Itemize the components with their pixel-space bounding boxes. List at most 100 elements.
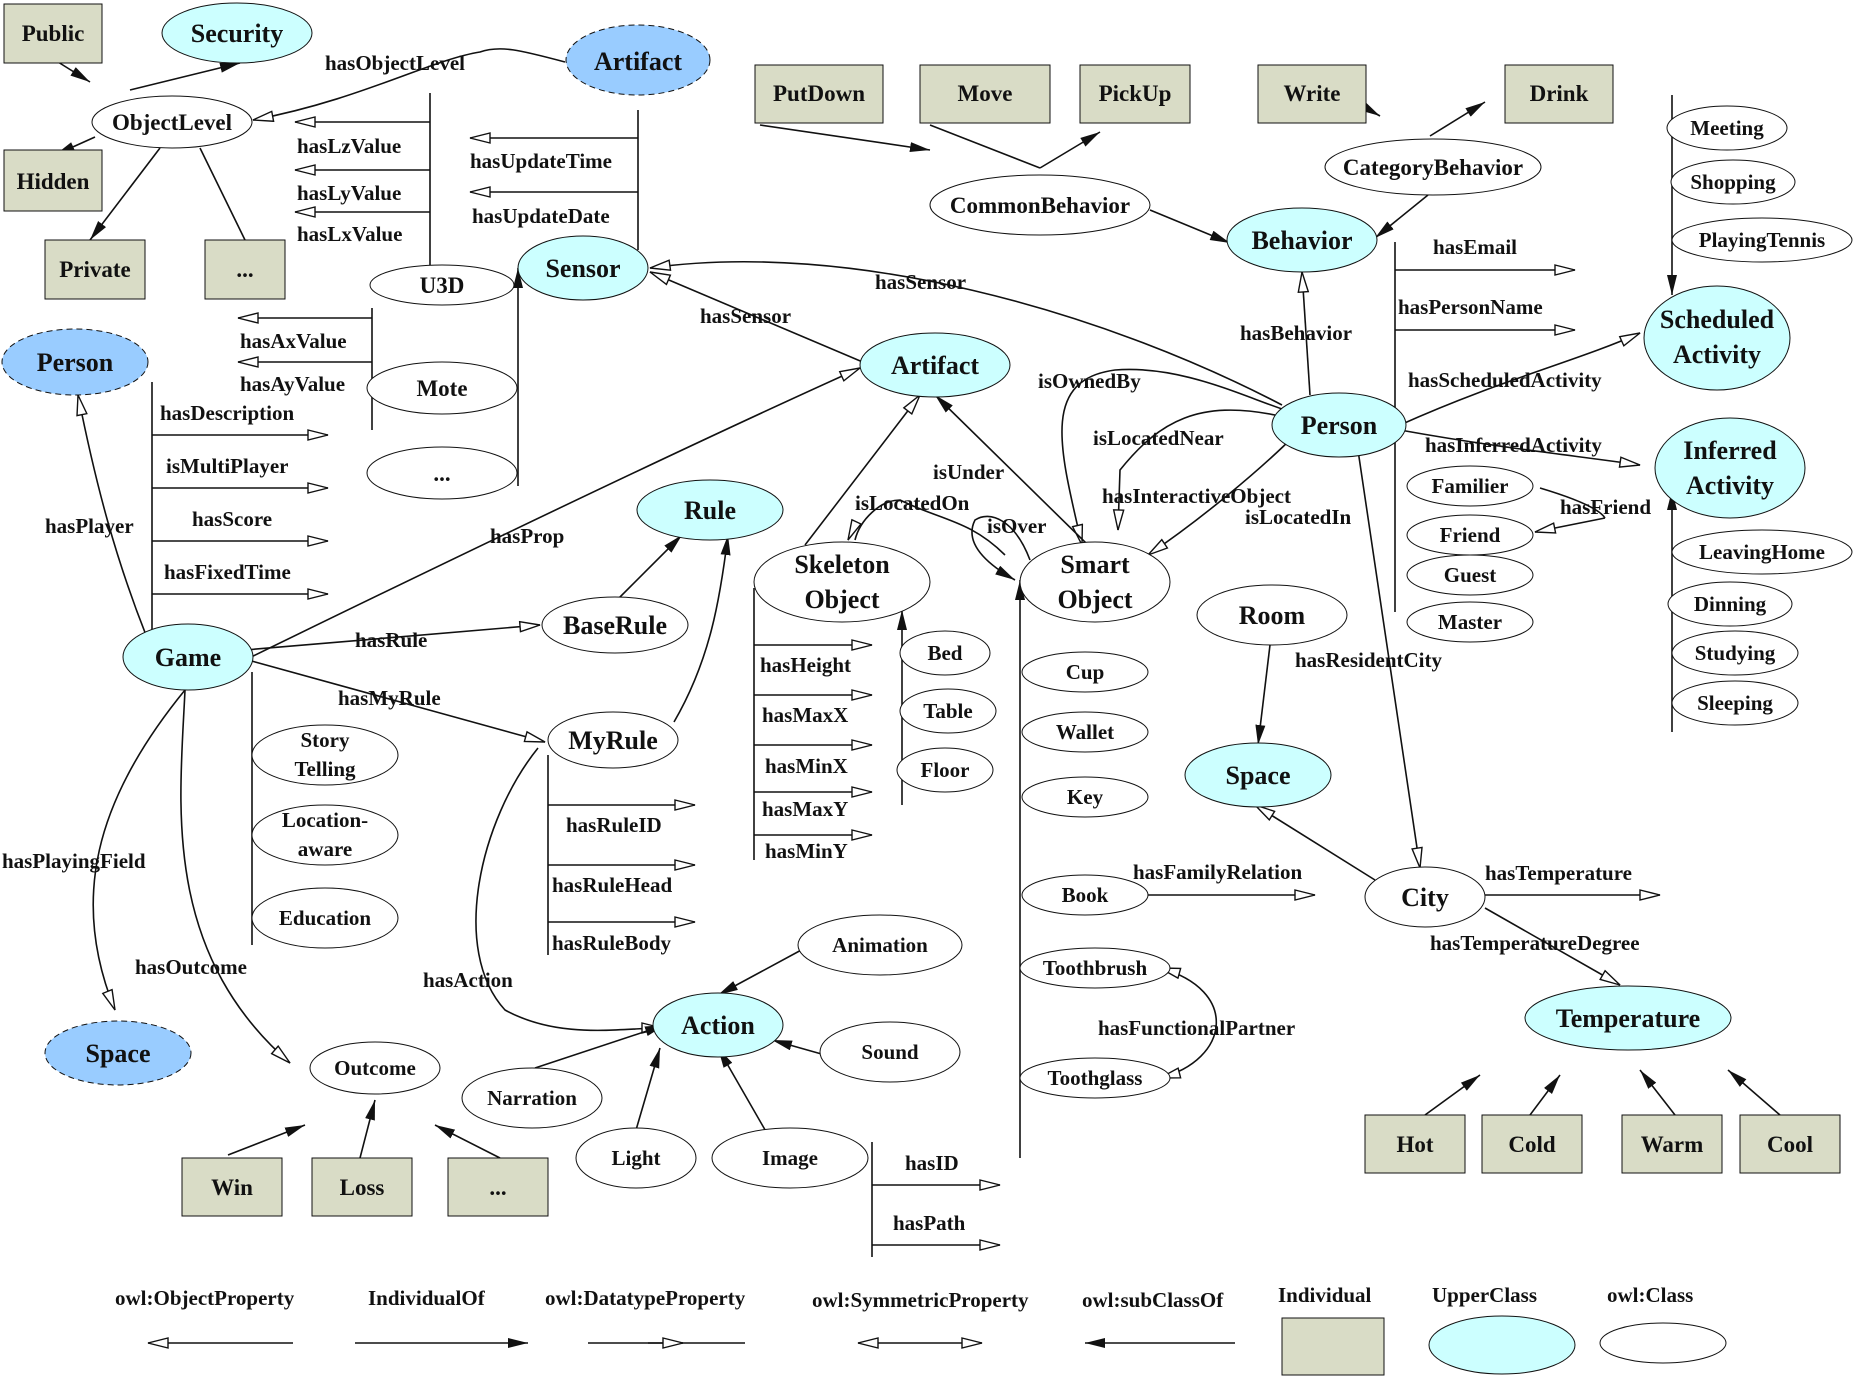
edge-image: [717, 1047, 769, 1136]
edge-baserule-rule: [616, 534, 683, 601]
label-hasdescription: hasDescription: [160, 401, 294, 425]
edge-cool: [1727, 1069, 1781, 1116]
class-book: Book: [1021, 874, 1149, 916]
upperclass-security: Security: [161, 2, 313, 64]
class-dots-sensor: ...: [366, 446, 518, 500]
edge-isownedby: [1061, 368, 1286, 546]
node-label: Win: [211, 1175, 253, 1200]
edge-commonbehavior-behavior: [1149, 209, 1231, 244]
class-key: Key: [1021, 776, 1149, 818]
edge-animation: [717, 947, 806, 996]
node-label: Behavior: [1251, 226, 1352, 255]
class-room: Room: [1196, 584, 1348, 646]
edge-narration: [534, 1024, 666, 1069]
edge-sound: [771, 1039, 826, 1056]
individual-pickup: PickUp: [1079, 64, 1191, 124]
node-label: Scheduled: [1660, 305, 1775, 334]
node-label: PlayingTennis: [1699, 228, 1825, 252]
node-label: Object: [804, 585, 879, 614]
node-label: CategoryBehavior: [1343, 155, 1523, 180]
label-islocatedin: isLocatedIn: [1245, 505, 1352, 529]
class-narration: Narration: [461, 1067, 603, 1129]
node-label: Security: [191, 19, 283, 48]
node-label: Light: [611, 1146, 660, 1170]
label-hasfunctionalpartner: hasFunctionalPartner: [1098, 1016, 1295, 1040]
class-bed: Bed: [899, 630, 991, 676]
edge-drink: [1429, 101, 1486, 137]
label-hasrulehead: hasRuleHead: [552, 873, 673, 897]
node-label: Cool: [1767, 1132, 1813, 1157]
individual-dots-outcome: ...: [447, 1157, 549, 1217]
node-label: Telling: [294, 757, 356, 781]
node-label: Space: [1226, 761, 1291, 790]
edge-hasoutcome: [180, 689, 291, 1064]
legend-label-upperclass: UpperClass: [1432, 1283, 1537, 1307]
legend-label-individual: Individual: [1278, 1283, 1372, 1307]
node-label: Sleeping: [1697, 691, 1773, 715]
edge-familier-link: [1539, 487, 1606, 519]
edge-outcome-dots: [434, 1124, 501, 1159]
node-label: Shopping: [1690, 170, 1776, 194]
label-hasmaxy: hasMaxY: [762, 797, 848, 821]
label-hasfixedtime: hasFixedTime: [164, 560, 291, 584]
label-hasfamilyrelation: hasFamilyRelation: [1133, 860, 1302, 884]
node-label: Drink: [1530, 81, 1589, 106]
legend-symbol-upperclass: [1428, 1315, 1576, 1375]
node-label: Person: [1301, 411, 1378, 440]
individual-drink: Drink: [1504, 64, 1614, 124]
node-label: Sensor: [545, 254, 620, 283]
edge-hasfunctionalpartner: [1159, 967, 1218, 1079]
node-label: CommonBehavior: [950, 193, 1130, 218]
node-label: Person: [37, 348, 114, 377]
edge-objectlevel-dots: [199, 147, 246, 241]
node-label: ObjectLevel: [112, 110, 232, 135]
label-haslyvalue: hasLyValue: [297, 181, 401, 205]
edge-cold: [1529, 1074, 1561, 1116]
label-hasaction: hasAction: [423, 968, 513, 992]
individual-write: Write: [1257, 64, 1367, 124]
edge-light: [635, 1047, 661, 1131]
legend-label-subclassof: owl:subClassOf: [1082, 1288, 1224, 1312]
label-hasplayingfield: hasPlayingField: [2, 849, 146, 873]
node-label: Floor: [921, 758, 970, 782]
class-friend: Friend: [1406, 514, 1534, 556]
node-label: Public: [22, 21, 85, 46]
label-hasruleid: hasRuleID: [566, 813, 662, 837]
node-label: Action: [681, 1011, 755, 1040]
legend: owl:ObjectProperty IndividualOf owl:Data…: [115, 1283, 1727, 1376]
label-hasminy: hasMinY: [765, 839, 848, 863]
node-label: Activity: [1673, 340, 1761, 369]
class-meeting: Meeting: [1666, 105, 1788, 151]
label-hasrule: hasRule: [355, 628, 427, 652]
label-hasoutcome: hasOutcome: [135, 955, 247, 979]
node-label: Familier: [1432, 474, 1509, 498]
edge-myrule-rule: [673, 534, 731, 723]
edge-hasbehavior: [1297, 271, 1311, 396]
node-label: Activity: [1686, 471, 1774, 500]
label-haslzvalue: hasLzValue: [297, 134, 401, 158]
node-label: Toothbrush: [1043, 956, 1148, 980]
edge-putdown: [759, 124, 931, 153]
node-label: Hot: [1396, 1132, 1433, 1157]
edge-loss: [359, 1099, 376, 1159]
class-objectlevel: ObjectLevel: [91, 95, 253, 149]
label-hasupdatedate: hasUpdateDate: [472, 204, 610, 228]
edge-hasprop: [244, 367, 861, 661]
label-hastemperaturedegree: hasTemperatureDegree: [1430, 931, 1640, 955]
label-hasscheduledactivity: hasScheduledActivity: [1408, 368, 1602, 392]
node-label: Temperature: [1556, 1004, 1700, 1033]
edge-categorybehavior-behavior: [1374, 194, 1429, 239]
node-label: Key: [1067, 785, 1104, 809]
edge-objectlevel-security: [129, 62, 241, 91]
class-locationaware: Location-aware: [251, 804, 399, 866]
class-shopping: Shopping: [1670, 159, 1796, 205]
node-label: Story: [301, 728, 350, 752]
edge-hasresidentcity: [1354, 429, 1423, 869]
edge-skeleton-artifact: [804, 394, 921, 546]
node-label: Move: [958, 81, 1013, 106]
node-label: Smart: [1060, 550, 1130, 579]
class-master: Master: [1406, 601, 1534, 643]
class-wallet: Wallet: [1021, 711, 1149, 753]
label-hasinteractiveobject: hasInteractiveObject: [1102, 484, 1291, 508]
